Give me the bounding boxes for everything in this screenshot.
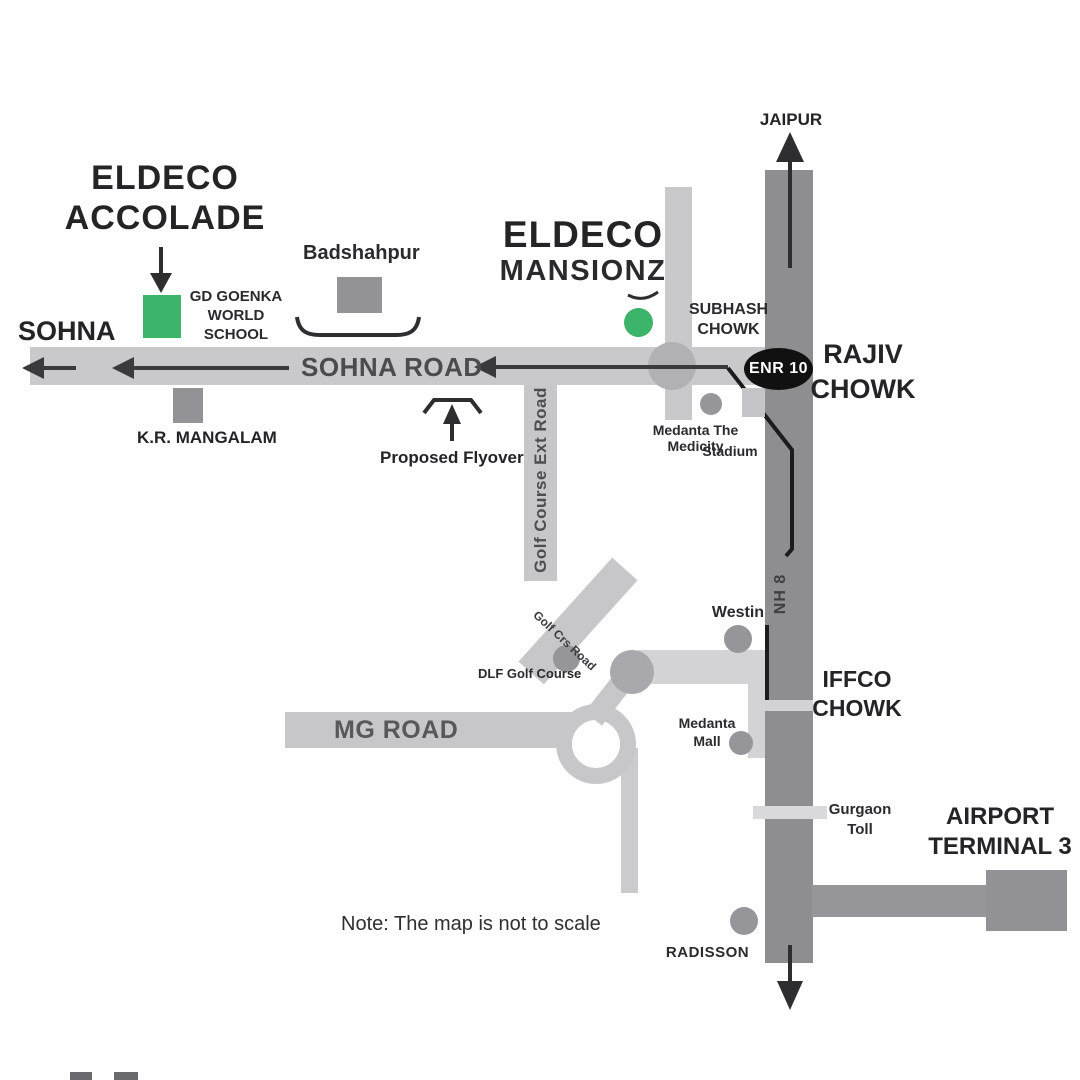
dlf-golf-dot — [553, 645, 580, 672]
gurgaon-toll-label: Gurgaon Toll — [828, 801, 892, 838]
medanta-mall-label: Medanta Mall — [678, 715, 736, 750]
medanta-mall-dot — [729, 731, 753, 755]
mansionz-green-dot — [624, 308, 653, 337]
golf-mg-junction-circle — [610, 650, 654, 694]
nh8-highway-band — [765, 170, 813, 963]
exit-badge: ENR 10 — [744, 348, 813, 390]
sohna-label: SOHNA — [18, 316, 116, 346]
iffco-gap-band — [765, 700, 813, 711]
exit-badge-label: ENR 10 — [748, 360, 809, 377]
kr-mangalam-square — [173, 388, 203, 423]
eldeco-accolade-title: ELDECO ACCOLADE — [64, 159, 266, 238]
airport-terminal-label: AIRPORT TERMINAL 3 — [928, 803, 1072, 860]
mall-stub-road — [748, 670, 766, 758]
accolade-pointer-arrow — [150, 247, 172, 293]
mg-road-band — [285, 712, 572, 748]
eldeco-mansionz-brand: ELDECO — [502, 214, 664, 255]
road-below-loop — [621, 748, 638, 893]
toll-plaza-band — [753, 806, 827, 819]
jaipur-label: JAIPUR — [759, 110, 823, 129]
accolade-green-square — [143, 295, 181, 338]
golf-course-ext-road-label: Golf Course Ext Road — [531, 387, 550, 573]
map-note: Note: The map is not to scale — [341, 913, 601, 935]
westin-label: Westin — [711, 604, 765, 621]
medicity-dot — [700, 393, 722, 415]
proposed-flyover-label: Proposed Flyover — [380, 448, 524, 467]
kr-mangalam-label: K.R. MANGALAM — [137, 428, 277, 447]
junction-to-nh8-road — [638, 650, 768, 684]
badshahpur-square — [337, 277, 382, 313]
flyover-arrow — [443, 404, 461, 441]
badshahpur-label: Badshahpur — [303, 242, 420, 264]
gd-goenka-label: GD GOENKA WORLD SCHOOL — [189, 288, 283, 343]
westin-dot — [724, 625, 752, 653]
eldeco-mansionz-name: MANSIONZ — [499, 255, 667, 287]
sohna-road-label: SOHNA ROAD — [301, 352, 483, 382]
subhash-road-stub — [665, 385, 692, 420]
subhash-junction-circle — [648, 342, 696, 390]
radisson-dot — [730, 907, 758, 935]
nh8-label: NH 8 — [772, 573, 789, 615]
badshahpur-bracket — [295, 316, 421, 337]
radisson-label: RADISSON — [665, 944, 750, 961]
subhash-chowk-label: SUBHASH CHOWK — [688, 301, 769, 338]
stadium-label: Stadium — [702, 443, 758, 459]
airport-terminal-block — [986, 870, 1067, 931]
mg-road-label: MG ROAD — [334, 716, 459, 744]
golf-course-ext-road-band — [524, 385, 557, 581]
iffco-chowk-label: IFFCO CHOWK — [812, 666, 902, 721]
legend-stub-1 — [70, 1072, 92, 1080]
mansionz-underline — [627, 290, 659, 300]
airport-branch-road — [812, 885, 990, 917]
stadium-square — [742, 388, 765, 417]
legend-stub-2 — [114, 1072, 138, 1080]
flyover-bracket — [422, 398, 483, 415]
rajiv-chowk-label: RAJIV CHOWK — [810, 339, 916, 405]
dlf-golf-course-label: DLF Golf Course — [478, 666, 582, 681]
medanta-medicity-label: Medanta The Medicity — [652, 422, 739, 454]
